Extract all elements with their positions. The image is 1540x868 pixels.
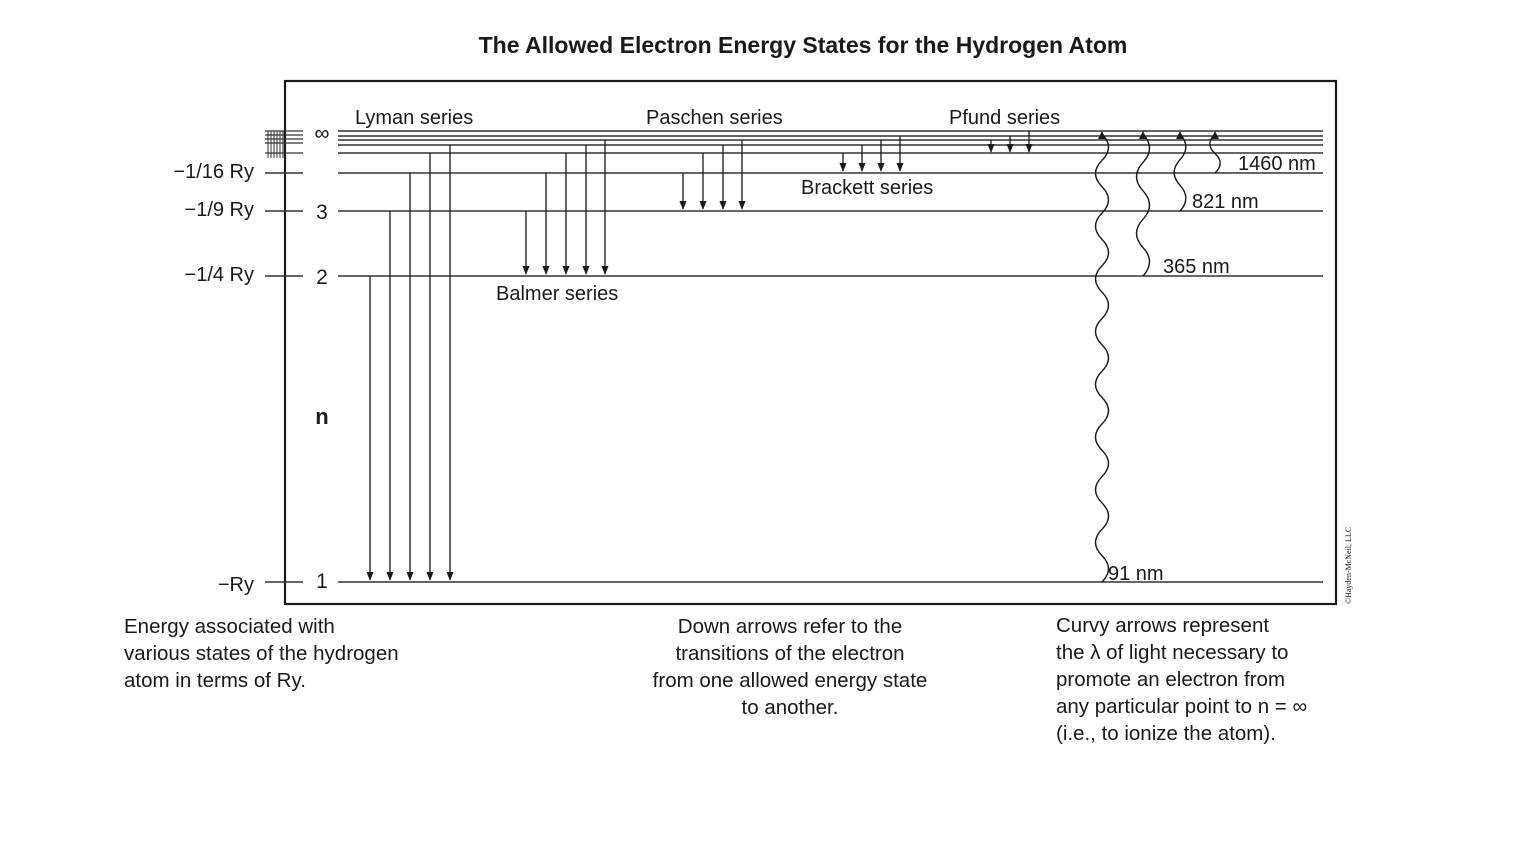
wavelength-labels: 91 nm 365 nm 821 nm 1460 nm bbox=[1108, 153, 1316, 585]
series-label-balmer: Balmer series bbox=[496, 283, 618, 305]
transition-arrows bbox=[366, 131, 1033, 581]
energy-label-n4: −1/16 Ry bbox=[173, 161, 254, 183]
scale-stack-near-infinity bbox=[265, 130, 303, 158]
wavelength-label-821nm: 821 nm bbox=[1192, 191, 1259, 213]
ionization-arrows bbox=[1094, 131, 1221, 583]
caption-down-arrows: Down arrows refer to the transitions of … bbox=[652, 615, 928, 719]
series-label-lyman: Lyman series bbox=[355, 107, 473, 129]
series-label-paschen: Paschen series bbox=[646, 107, 783, 129]
ionization-arrow-from-n3 bbox=[1173, 133, 1187, 212]
energy-label-n2: −1/4 Ry bbox=[185, 264, 254, 286]
wavelength-label-365nm: 365 nm bbox=[1163, 256, 1230, 278]
caption-energy-levels: Energy associated with various states of… bbox=[124, 615, 399, 692]
ionization-arrow-from-n2-head bbox=[1139, 131, 1147, 139]
ionization-arrow-from-n3-head bbox=[1176, 131, 1184, 139]
level-label-3: 3 bbox=[316, 201, 328, 224]
energy-levels bbox=[338, 130, 1323, 583]
wavelength-label-91nm: 91 nm bbox=[1108, 563, 1164, 585]
axis-label-n: n bbox=[315, 404, 328, 429]
wavelength-label-1460nm: 1460 nm bbox=[1238, 153, 1316, 175]
diagram-frame bbox=[283, 79, 1338, 606]
ionization-arrow-from-n2 bbox=[1135, 133, 1151, 277]
caption-curvy-arrows: Curvy arrows represent the λ of light ne… bbox=[1056, 614, 1308, 745]
level-label-infinity: ∞ bbox=[315, 122, 330, 145]
level-label-1: 1 bbox=[316, 570, 328, 593]
energy-label-n3: −1/9 Ry bbox=[185, 199, 254, 221]
ionization-arrow-from-n4 bbox=[1209, 133, 1221, 174]
energy-scale: −1/16 Ry −1/9 Ry −1/4 Ry −Ry bbox=[173, 130, 303, 596]
level-label-2: 2 bbox=[316, 266, 328, 289]
diagram-title: The Allowed Electron Energy States for t… bbox=[479, 32, 1128, 58]
series-labels: Lyman series Balmer series Paschen serie… bbox=[355, 107, 1060, 305]
series-label-pfund: Pfund series bbox=[949, 107, 1060, 129]
ionization-arrow-from-n1 bbox=[1094, 133, 1110, 583]
quantum-number-labels: ∞ 3 2 1 n bbox=[315, 122, 330, 593]
energy-label-n1: −Ry bbox=[218, 574, 254, 596]
copyright-credit: ©Hayden-McNeil, LLC bbox=[1344, 527, 1353, 604]
ionization-arrow-from-n4-head bbox=[1211, 131, 1219, 139]
ionization-arrow-from-n1-head bbox=[1098, 131, 1106, 139]
series-label-brackett: Brackett series bbox=[801, 177, 933, 199]
